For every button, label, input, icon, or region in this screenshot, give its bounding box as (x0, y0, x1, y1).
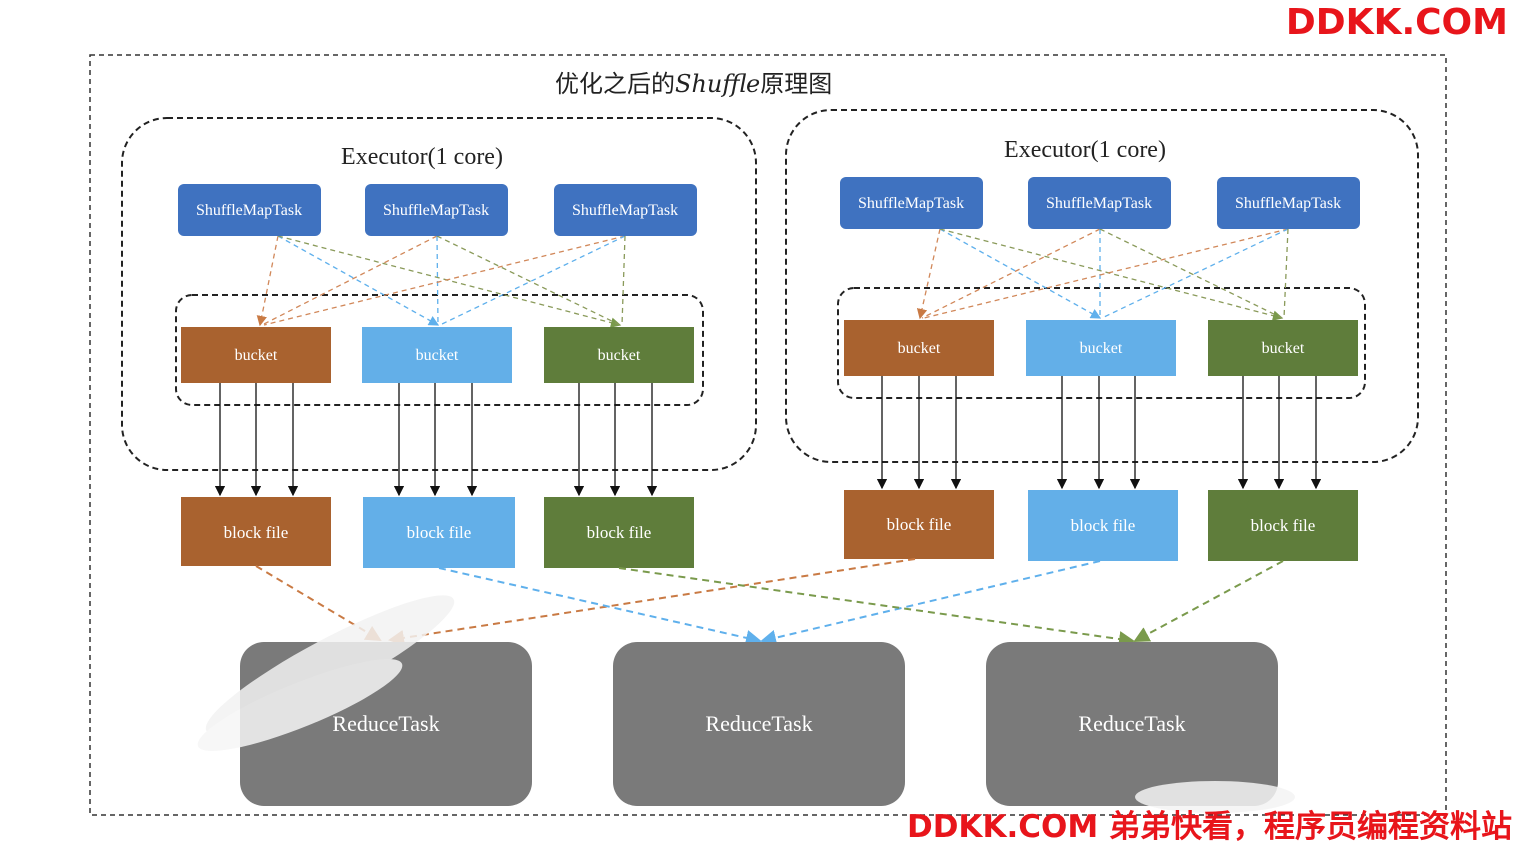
map-task-2-3: ShuffleMapTask (1217, 177, 1360, 229)
map-task-label: ShuffleMapTask (572, 202, 678, 219)
reduce-task-2: ReduceTask (613, 642, 905, 806)
bucket-label: bucket (1262, 340, 1305, 357)
watermark-bottom: DDKK.COM 弟弟快看，程序员编程资料站 (906, 809, 1512, 845)
bucket-2-2: bucket (1026, 320, 1176, 376)
block-file-1-3: block file (544, 497, 694, 568)
bucket-2-3: bucket (1208, 320, 1358, 376)
title-suffix: 原理图 (760, 70, 833, 98)
bucket-group-2 (837, 287, 1366, 399)
map-to-bucket-lines-2 (916, 228, 1289, 321)
bucket-label: bucket (898, 340, 941, 357)
block-file-1-1: block file (181, 497, 331, 566)
executor-label-2: Executor(1 core) (1004, 137, 1166, 163)
map-task-2-2: ShuffleMapTask (1028, 177, 1171, 229)
bucket-label: bucket (1080, 340, 1123, 357)
diagram-title: 优化之后的Shuffle原理图 (555, 64, 832, 99)
map-task-label: ShuffleMapTask (383, 202, 489, 219)
reduce-task-label: ReduceTask (332, 711, 439, 736)
map-task-label: ShuffleMapTask (1235, 195, 1341, 212)
smudge-overlay (197, 595, 1295, 813)
block-file-2-1: block file (844, 490, 994, 559)
block-file-label: block file (1071, 516, 1136, 535)
outer-frame (89, 54, 1447, 816)
title-prefix: 优化之后的 (555, 70, 675, 98)
bucket-1-2: bucket (362, 327, 512, 383)
bucket-1-1: bucket (181, 327, 331, 383)
title-italic: Shuffle (675, 70, 761, 98)
reduce-task-3: ReduceTask (986, 642, 1278, 806)
bucket-2-1: bucket (844, 320, 994, 376)
block-file-2-3: block file (1208, 490, 1358, 561)
map-task-label: ShuffleMapTask (858, 195, 964, 212)
block-file-label: block file (407, 523, 472, 542)
map-task-1-1: ShuffleMapTask (178, 184, 321, 236)
block-file-label: block file (887, 515, 952, 534)
bucket-to-block-arrows (214, 376, 1322, 497)
executor-container-2 (785, 109, 1419, 463)
bucket-group-1 (175, 294, 704, 406)
block-file-1-2: block file (363, 497, 515, 568)
block-file-label: block file (224, 523, 289, 542)
reduce-task-label: ReduceTask (705, 711, 812, 736)
bucket-1-3: bucket (544, 327, 694, 383)
map-task-1-2: ShuffleMapTask (365, 184, 508, 236)
watermark-top: DDKK.COM (1285, 2, 1508, 43)
map-to-bucket-lines-1 (256, 235, 626, 328)
reduce-task-label: ReduceTask (1078, 711, 1185, 736)
map-task-label: ShuffleMapTask (196, 202, 302, 219)
block-file-label: block file (587, 523, 652, 542)
bucket-label: bucket (598, 347, 641, 364)
map-task-2-1: ShuffleMapTask (840, 177, 983, 229)
bucket-label: bucket (235, 347, 278, 364)
block-file-label: block file (1251, 516, 1316, 535)
map-task-label: ShuffleMapTask (1046, 195, 1152, 212)
bucket-label: bucket (416, 347, 459, 364)
map-task-1-3: ShuffleMapTask (554, 184, 697, 236)
executor-label-1: Executor(1 core) (341, 144, 503, 170)
executor-container-1 (121, 117, 757, 471)
block-file-2-2: block file (1028, 490, 1178, 561)
